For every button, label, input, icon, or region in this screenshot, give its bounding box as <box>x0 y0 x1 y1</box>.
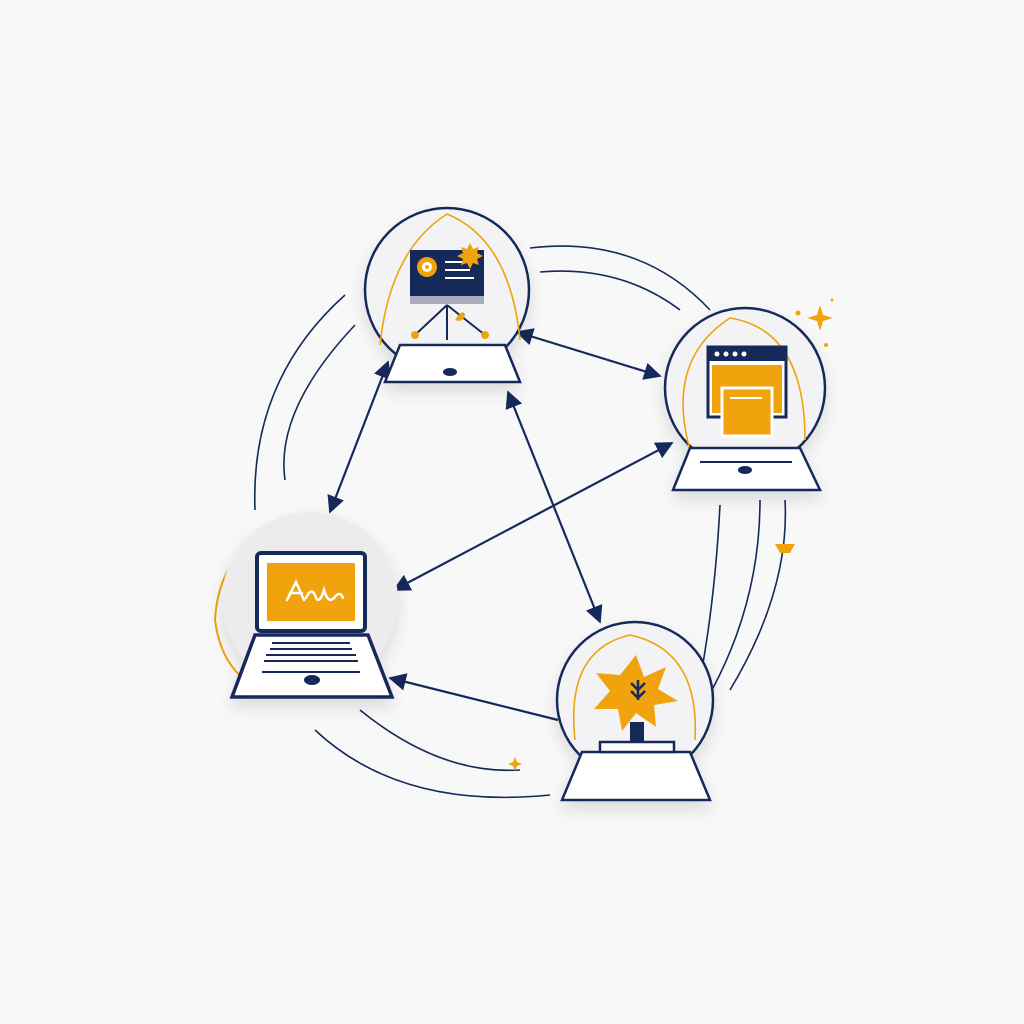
connection-browser-laptop <box>392 442 674 591</box>
laptop-signature-icon <box>229 551 395 699</box>
starburst-plant-icon <box>594 655 678 754</box>
node-presentation[interactable] <box>363 206 531 384</box>
sparkle-icon <box>508 298 834 771</box>
node-award[interactable] <box>555 620 715 802</box>
connections <box>327 328 674 722</box>
node-laptop[interactable] <box>222 512 398 699</box>
orbit-arcs <box>253 245 787 799</box>
browser-windows-icon <box>706 345 788 438</box>
connection-presentation-laptop <box>327 360 391 514</box>
node-browser[interactable] <box>663 306 827 492</box>
connection-presentation-browser <box>515 328 662 380</box>
connection-presentation-award <box>505 390 603 624</box>
presentation-board-icon <box>410 243 489 340</box>
connection-award-laptop <box>388 673 559 722</box>
